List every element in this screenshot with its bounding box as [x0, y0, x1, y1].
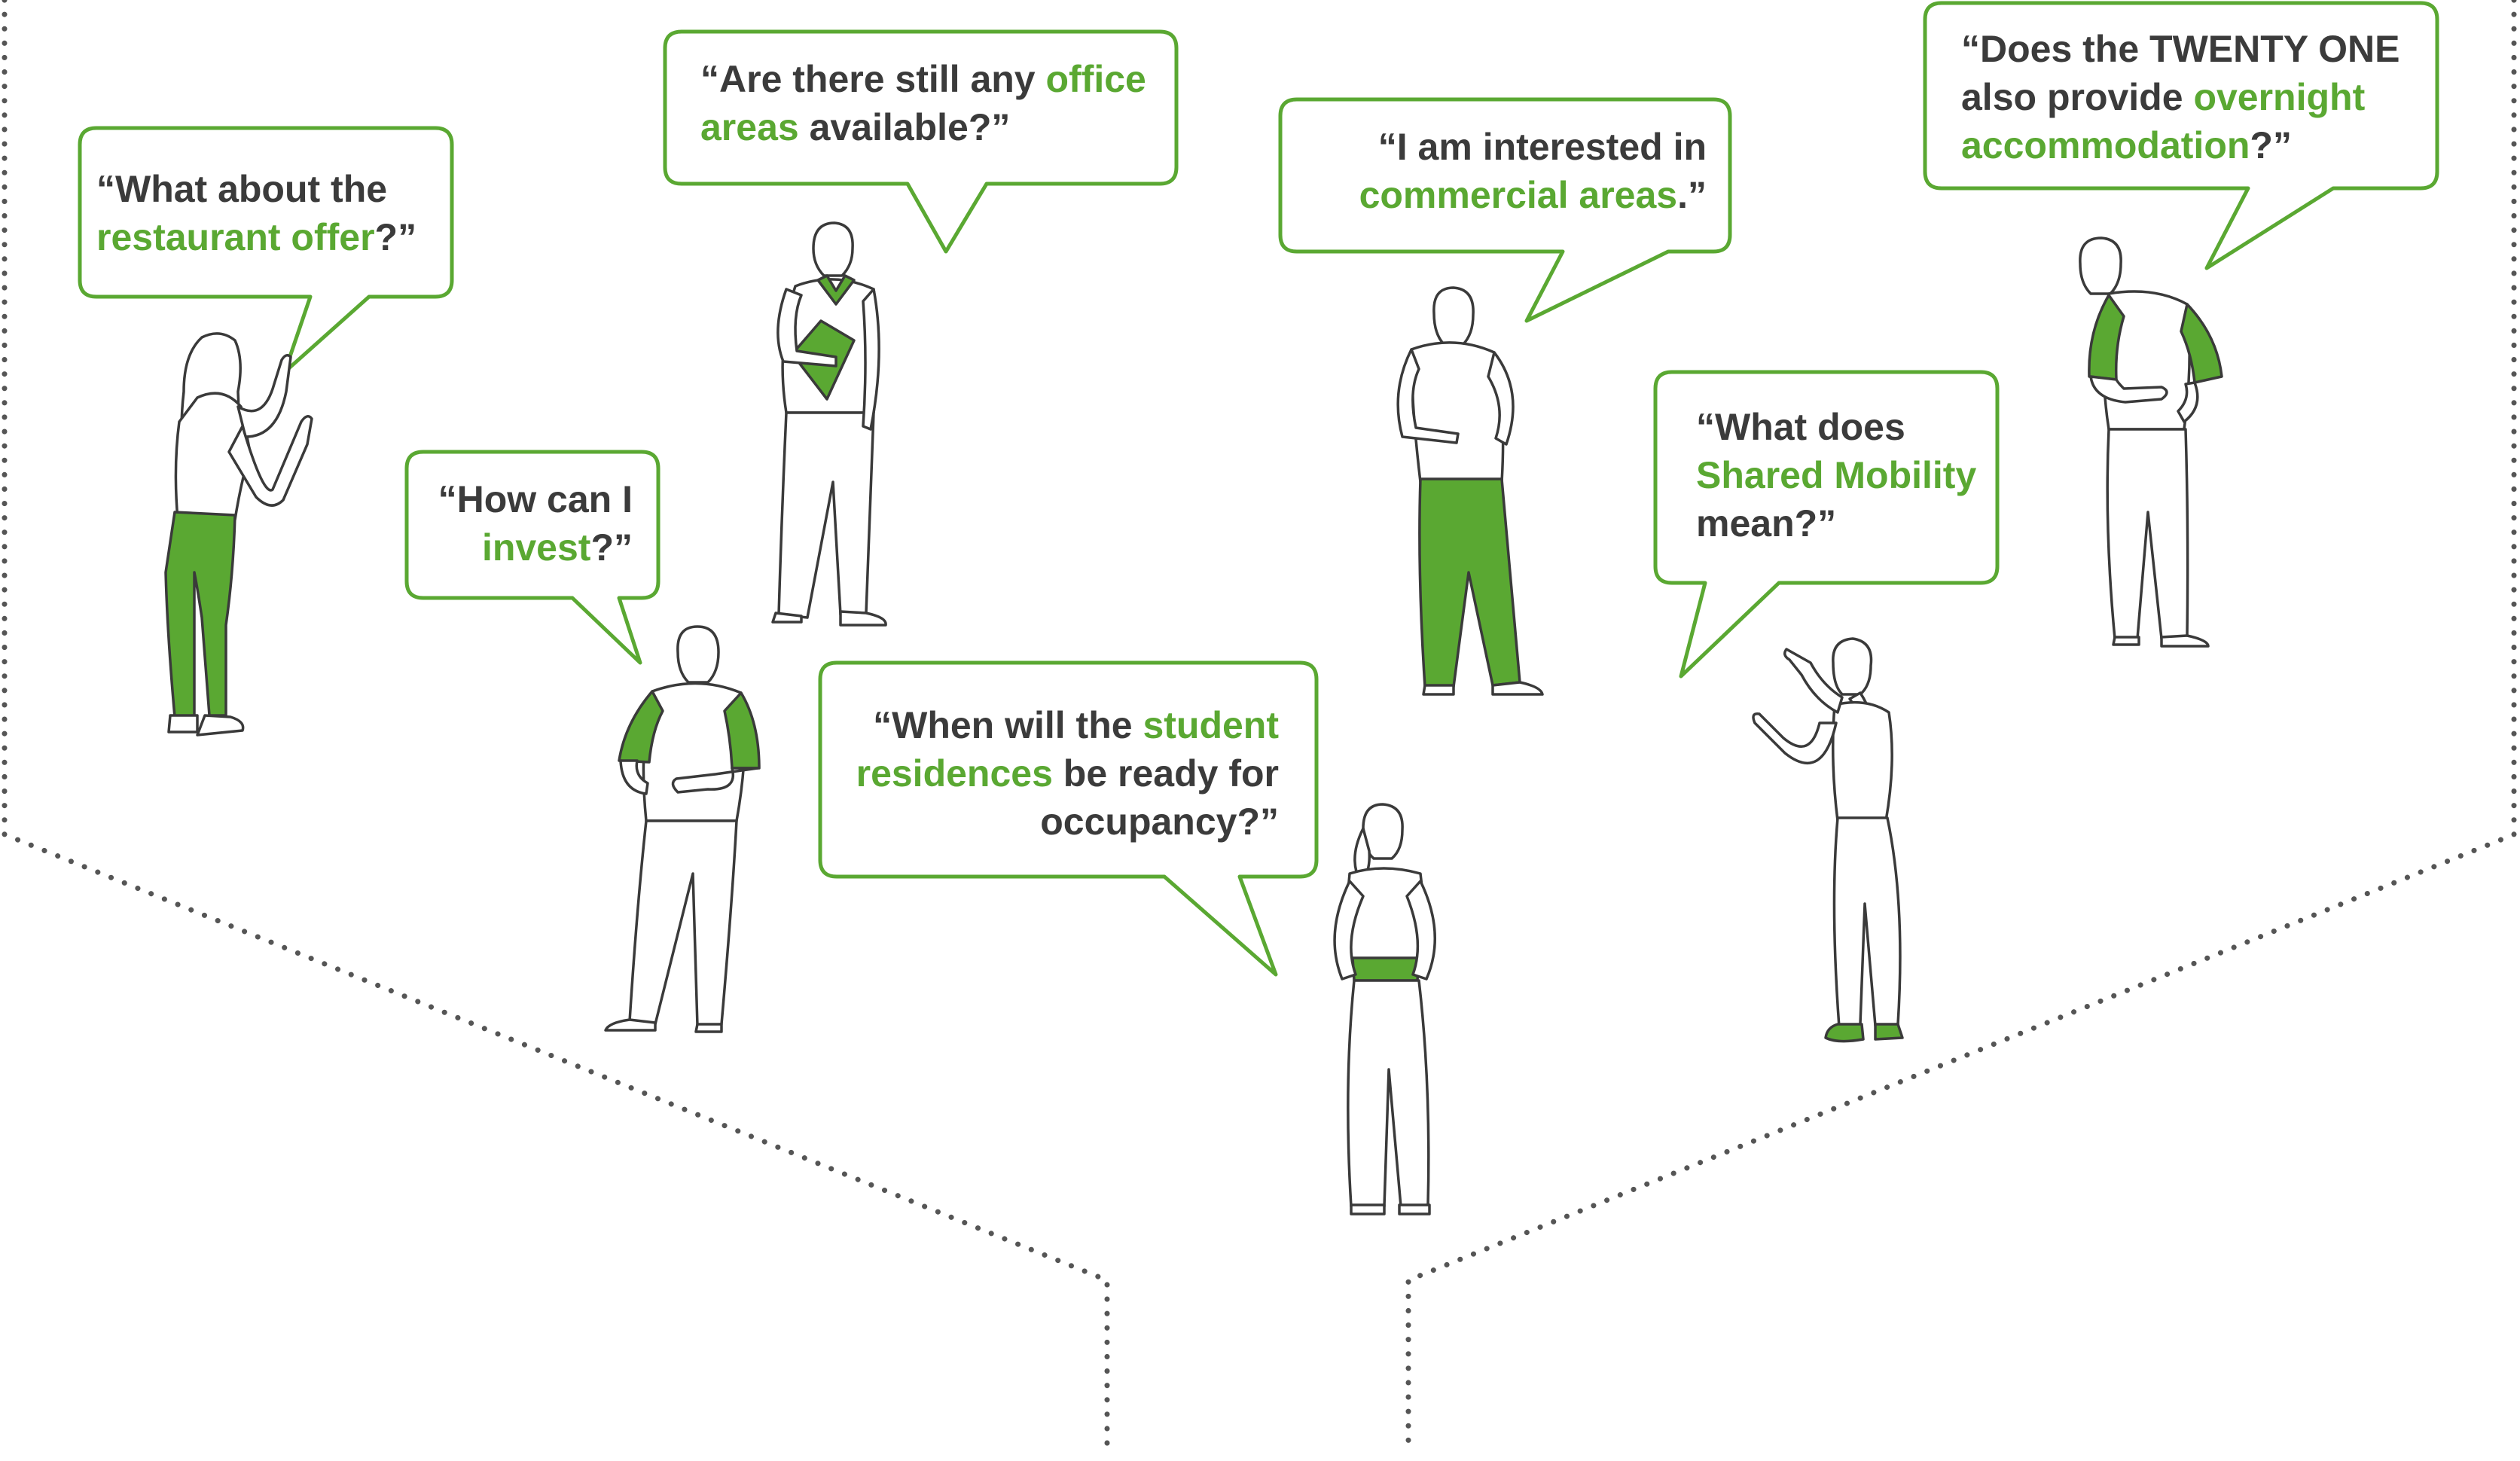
trousers — [777, 411, 875, 619]
trousers — [628, 819, 738, 1027]
arms — [1333, 880, 1436, 981]
arm — [236, 354, 292, 438]
bubble-text-segment: “What does — [1696, 406, 1905, 448]
arm — [776, 288, 837, 368]
bubble-text-overnight: “Does the TWENTY ONE also provide overnig… — [1961, 28, 2399, 166]
arm-raised — [1783, 648, 1844, 714]
bubble-text-segment: Shared Mobility — [1696, 454, 1976, 496]
shirt — [1410, 341, 1505, 483]
bubble-text-segment: “I am interested in — [1378, 126, 1707, 168]
bubble-text-student: “When will the student residences be read… — [856, 704, 1280, 843]
bubble-invest — [404, 450, 661, 665]
bubble-text-segment: .” — [1677, 174, 1707, 216]
bubble-text-invest: “How can I invest?” — [438, 478, 633, 569]
bubble-text-segment: “When will the — [873, 704, 1143, 746]
shoes — [167, 714, 245, 737]
bubble-text-segment: available?” — [799, 106, 1011, 148]
shoes — [2112, 634, 2210, 648]
bubble-text-office: “Are there still any office areas availab… — [700, 58, 1146, 148]
sleeve-right — [2180, 303, 2223, 384]
top — [1347, 867, 1424, 965]
bubble-text-segment: occupancy?” — [1040, 801, 1279, 843]
speech-bubbles — [78, 1, 2439, 977]
bubble-text-commercial: “I am interested in commercial areas.” — [1359, 126, 1707, 216]
trousers — [1418, 477, 1521, 688]
head — [2079, 236, 2122, 295]
belt — [1351, 956, 1420, 982]
bubble-office — [663, 29, 1179, 254]
bubble-restaurant — [78, 126, 454, 374]
arm-pointing — [1752, 712, 1838, 765]
head — [676, 625, 720, 684]
bubble-text-segment: areas — [700, 106, 799, 148]
bubble-text-segment: “Does the TWENTY ONE — [1961, 28, 2399, 70]
person-man-green-sleeves — [604, 625, 761, 1033]
head — [1832, 637, 1873, 696]
shoes — [771, 610, 887, 627]
person-woman-braid-pointing — [1752, 637, 1904, 1043]
person-man-with-folder — [771, 221, 887, 627]
sleeve-left — [618, 690, 664, 764]
person-woman-pointing-left — [164, 332, 313, 737]
bubble-commercial — [1278, 97, 1732, 323]
bubble-text-segment: “Are there still any — [700, 58, 1046, 100]
bubble-text-segment: restaurant offer — [96, 216, 375, 258]
shoes — [1350, 1203, 1431, 1215]
bubble-text-segment: ?” — [590, 526, 633, 569]
bubble-text-segment: ?” — [2250, 124, 2292, 166]
bubble-text-segment: accommodation — [1961, 124, 2250, 166]
bubble-text-segment: commercial areas — [1359, 174, 1678, 216]
trousers — [2106, 428, 2189, 640]
bubble-text-segment: mean?” — [1696, 502, 1836, 544]
person-man-green-trousers — [1396, 286, 1544, 696]
arm-left — [1396, 348, 1460, 444]
trousers — [1832, 816, 1902, 1029]
shoes — [604, 1018, 723, 1033]
arm-right — [862, 288, 880, 431]
arm-right — [1487, 351, 1515, 446]
bubble-text-restaurant: “What about the restaurant offer?” — [96, 168, 416, 258]
trousers — [1347, 979, 1430, 1208]
arm-left — [2089, 375, 2168, 404]
shoes — [1824, 1023, 1904, 1043]
bubble-text-segment: student — [1143, 704, 1279, 746]
bubble-text-segment: ?” — [375, 216, 417, 258]
bubble-text-segment: “What about the — [96, 168, 387, 210]
head — [812, 221, 854, 277]
top — [1832, 700, 1893, 822]
people — [164, 221, 2223, 1215]
sleeve-right — [723, 691, 761, 770]
collar — [816, 274, 856, 306]
bubble-text-segment: residences — [856, 752, 1053, 795]
bubble-text-segment: overnight — [2193, 76, 2365, 118]
person-woman-with-belt — [1333, 803, 1436, 1215]
bubble-text-segment: “How can I — [438, 478, 633, 520]
arm-right — [2177, 381, 2199, 423]
arm-left — [619, 759, 649, 795]
arm-right — [671, 767, 759, 794]
bubble-text-segment: also provide — [1961, 76, 2193, 118]
person-man-green-sleeves-right — [2079, 236, 2223, 648]
dotted-path-right — [1405, 0, 2517, 1456]
torso — [174, 392, 252, 521]
trousers — [164, 511, 236, 718]
bubble-student — [818, 660, 1319, 977]
bubble-text-segment: be ready for — [1053, 752, 1279, 795]
bubble-text-segment: office — [1046, 58, 1146, 100]
bubble-overnight — [1923, 1, 2439, 270]
shoes — [1422, 681, 1544, 696]
bubble-mobility — [1653, 370, 2000, 679]
bubble-text-segment: invest — [482, 526, 591, 569]
head — [1432, 286, 1475, 346]
dotted-path-left — [2, 0, 1110, 1456]
arm-2 — [227, 415, 313, 507]
